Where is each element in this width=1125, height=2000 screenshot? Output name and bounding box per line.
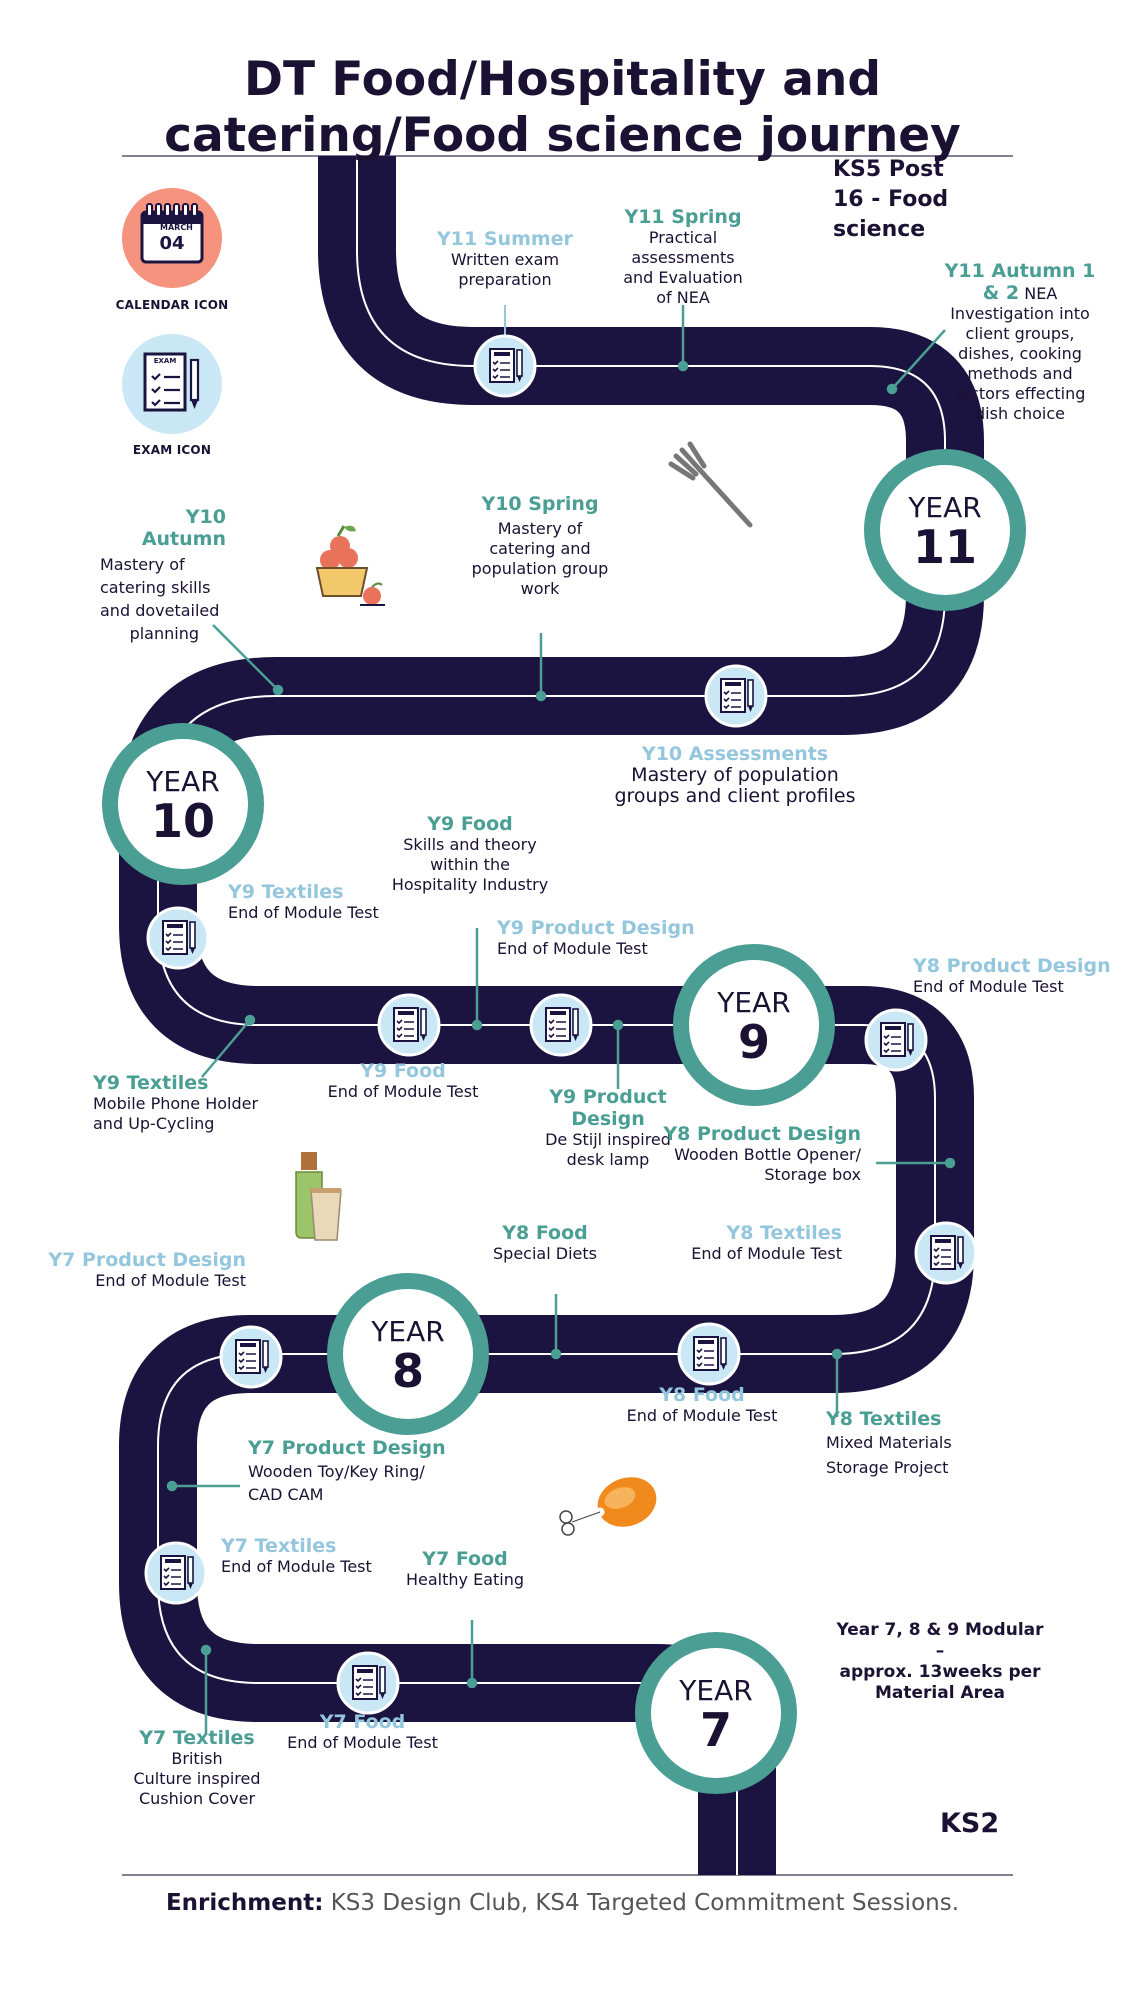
milestone-y7-food-test: Y7 Food End of Module Test	[287, 1711, 438, 1752]
year-10-circle	[102, 723, 264, 885]
title-line-2: catering/Food science journey	[164, 108, 961, 163]
exam-icon	[529, 993, 593, 1057]
milestone-y9-textiles-test: Y9 Textiles End of Module Test	[228, 881, 379, 922]
exam-icon	[146, 906, 210, 970]
calendar-month: MARCH	[160, 223, 193, 232]
year-11-circle	[864, 449, 1026, 611]
enrichment-text: Enrichment: KS3 Design Club, KS4 Targete…	[0, 1888, 1125, 1918]
milestone-y10-assessments: Y10 Assessments Mastery of population gr…	[614, 743, 856, 807]
connector-lines	[166, 305, 956, 1735]
milestone-y7-product-design-test: Y7 Product Design End of Module Test	[48, 1249, 246, 1290]
calendar-icon-label: CALENDAR ICON	[115, 298, 229, 312]
milestone-y8-food: Y8 Food Special Diets	[493, 1222, 597, 1263]
milestone-y9-product-design-test: Y9 Product Design End of Module Test	[497, 917, 695, 958]
exam-icon	[219, 1325, 283, 1389]
year-8-circle	[327, 1273, 489, 1435]
title-line-1: DT Food/Hospitality and	[243, 52, 882, 107]
year-9-circle	[673, 944, 835, 1106]
milestone-y7-textiles: Y7 Textiles British Culture inspired Cus…	[133, 1727, 261, 1808]
exam-icon	[473, 334, 537, 398]
milestone-y10-autumn-body: Mastery of catering skills and dovetaile…	[100, 555, 220, 643]
fruit-basket-illustration	[315, 525, 385, 606]
chicken-leg-illustration	[559, 1477, 657, 1536]
page-title: DT Food/Hospitality and catering/Food sc…	[0, 52, 1125, 164]
milestone-y11-spring: Y11 Spring Practical assessments and Eva…	[623, 206, 743, 307]
ks5-label: KS5 Post 16 - Food science	[833, 157, 949, 242]
exam-icon	[144, 1541, 208, 1605]
milestone-y9-food-test: Y9 Food End of Module Test	[327, 1060, 479, 1101]
exam-icon-text: EXAM	[153, 357, 177, 365]
milestone-y8-textiles-test: Y8 Textiles End of Module Test	[691, 1222, 842, 1263]
exam-legend-icon	[122, 334, 222, 434]
fork-illustration	[668, 441, 753, 528]
milestone-y8-textiles: Y8 Textiles Mixed Materials Storage Proj…	[826, 1408, 952, 1477]
milestone-y11-summer: Y11 Summer Written exam preparation	[437, 228, 573, 289]
milestone-y7-textiles-test: Y7 Textiles End of Module Test	[221, 1535, 372, 1576]
exam-icon	[377, 993, 441, 1057]
milestone-y8-food-test: Y8 Food End of Module Test	[626, 1384, 778, 1425]
milestone-y8-product-design: Y8 Product Design Wooden Bottle Opener/ …	[663, 1123, 861, 1184]
exam-icon	[914, 1221, 978, 1285]
milestone-y7-food: Y7 Food Healthy Eating	[405, 1548, 525, 1589]
calendar-day: 04	[159, 233, 185, 254]
milestone-y9-food: Y9 Food Skills and theory within the Hos…	[391, 813, 549, 894]
milestone-y11-autumn: Y11 Autumn 1 & 2 NEA Investigation into …	[944, 260, 1096, 423]
year-7-circle	[635, 1632, 797, 1794]
milestone-y9-textiles: Y9 Textiles Mobile Phone Holder and Up-C…	[93, 1072, 259, 1133]
year-circles	[102, 449, 1026, 1794]
bottle-and-glass-illustration	[295, 1152, 342, 1241]
milestone-y8-product-design-test: Y8 Product Design End of Module Test	[913, 955, 1111, 996]
enrichment-label: Enrichment:	[165, 1890, 324, 1916]
exam-icon	[336, 1651, 400, 1715]
enrichment-value: KS3 Design Club, KS4 Targeted Commitment…	[323, 1890, 960, 1916]
exam-icon	[864, 1008, 928, 1072]
milestone-y9-product-design: Y9 Product Design De Stijl inspired desk…	[545, 1086, 671, 1169]
calendar-legend-icon	[122, 188, 222, 288]
milestone-y10-spring: Y10 Spring Mastery of catering and popul…	[471, 493, 609, 598]
ks2-label: KS2	[940, 1808, 1000, 1839]
exam-icon-label: EXAM ICON	[132, 443, 212, 457]
exam-icon	[677, 1322, 741, 1386]
milestone-y10-autumn-title: Y10 Autumn	[141, 506, 226, 550]
exam-icon	[704, 664, 768, 728]
milestone-y7-product-design: Y7 Product Design Wooden Toy/Key Ring/ C…	[248, 1437, 446, 1504]
modular-note: Year 7, 8 & 9 Modular – approx. 13weeks …	[836, 1620, 1044, 1703]
